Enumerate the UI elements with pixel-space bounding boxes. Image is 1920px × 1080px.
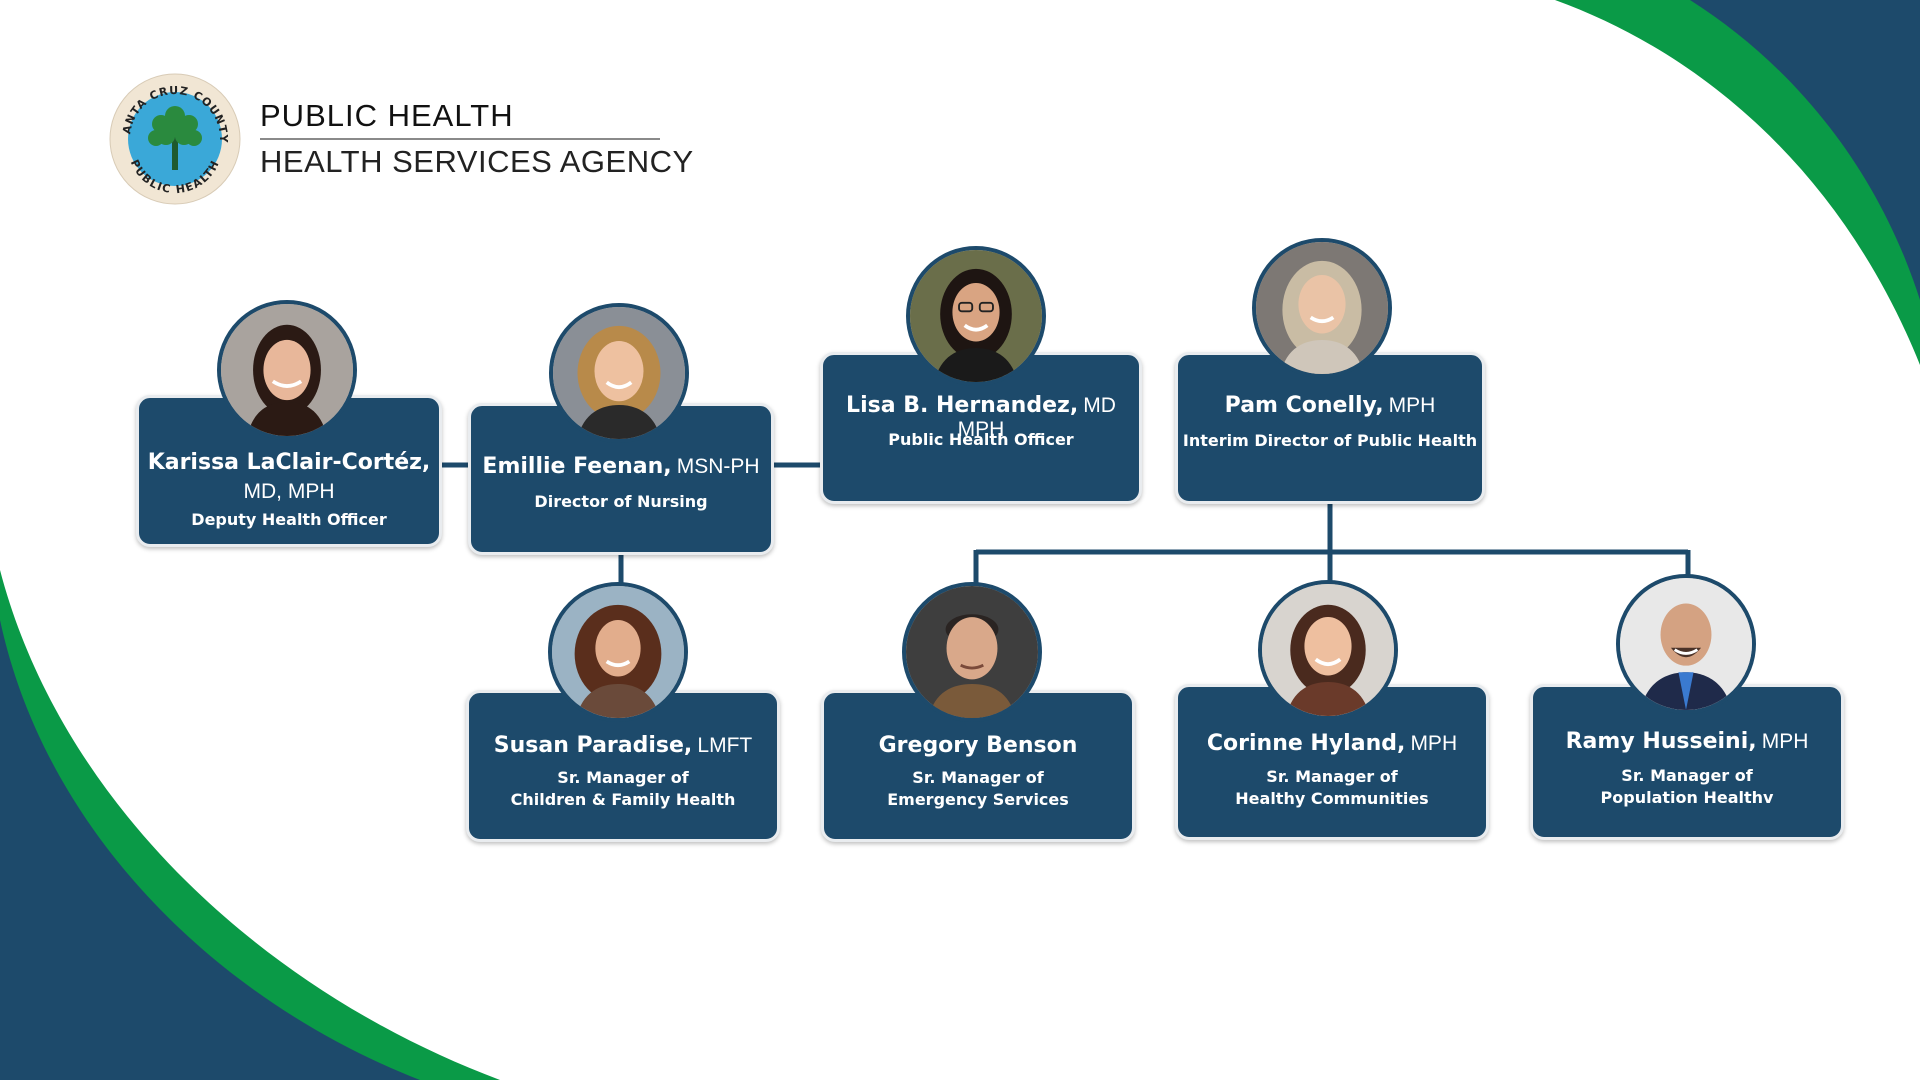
header-divider <box>260 138 660 140</box>
person-role-line2: Children & Family Health <box>510 790 736 809</box>
person-role-line1: Sr. Manager of <box>1621 766 1753 785</box>
person-name: Corinne Hyland, <box>1206 731 1406 756</box>
person-credentials: MD MPH <box>957 394 1116 441</box>
person-credentials: MPH <box>1388 394 1436 417</box>
photo-gregory-benson <box>902 582 1042 722</box>
person-role-line2: Healthy Communities <box>1235 789 1429 808</box>
santa-cruz-public-health-logo: SANTA CRUZ COUNTY PUBLIC HEALTH <box>108 72 241 205</box>
header-subtitle: HEALTH SERVICES AGENCY <box>260 144 694 179</box>
person-name: Gregory Benson <box>878 733 1078 758</box>
person-role-line1: Sr. Manager of <box>1266 767 1398 786</box>
photo-emillie-feenan <box>549 303 689 443</box>
person-name: Ramy Husseini, <box>1565 729 1757 754</box>
person-role: Public Health Officer <box>888 430 1074 449</box>
person-name: Karissa LaClair-Cortéz, <box>147 450 431 475</box>
photo-karissa-laclair-cortez <box>217 300 357 440</box>
person-role-line2: Emergency Services <box>887 790 1069 809</box>
person-role: Director of Nursing <box>534 492 708 511</box>
person-role: Interim Director of Public Health <box>1182 431 1478 450</box>
person-name: Pam Conelly, <box>1224 393 1384 418</box>
person-name: Emillie Feenan, <box>482 454 672 479</box>
header-title: PUBLIC HEALTH <box>260 98 514 133</box>
photo-pam-conelly <box>1252 238 1392 378</box>
person-credentials: MD, MPH <box>243 480 335 503</box>
person-name: Lisa B. Hernandez, <box>846 393 1079 418</box>
person-name: Susan Paradise, <box>493 733 693 758</box>
photo-ramy-husseini <box>1616 574 1756 714</box>
top-right-navy-swoosh <box>1690 0 1920 300</box>
person-credentials: MPH <box>1761 730 1809 753</box>
person-credentials: MPH <box>1410 732 1458 755</box>
person-credentials: LMFT <box>697 734 753 757</box>
bottom-left-navy-swoosh <box>0 620 420 1080</box>
photo-corinne-hyland <box>1258 580 1398 720</box>
photo-lisa-b-hernandez <box>906 246 1046 386</box>
photo-susan-paradise <box>548 582 688 722</box>
person-role-line2: Population Healthv <box>1600 788 1774 807</box>
person-role-line1: Sr. Manager of <box>912 768 1044 787</box>
person-role: Deputy Health Officer <box>191 510 387 529</box>
person-credentials: MSN-PH <box>676 455 760 478</box>
person-role-line1: Sr. Manager of <box>557 768 689 787</box>
